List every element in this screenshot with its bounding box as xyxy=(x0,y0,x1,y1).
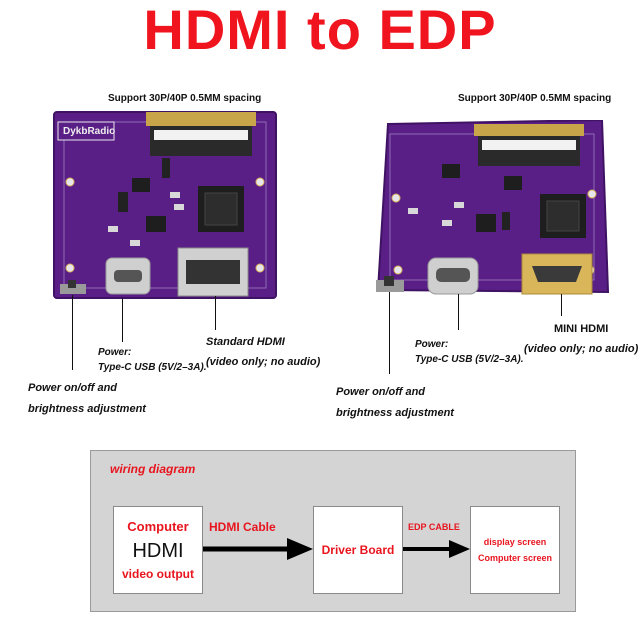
left-power-title: Power: xyxy=(98,347,132,358)
right-switch-leader-line xyxy=(389,292,390,374)
computer-hdmi-label: HDMI xyxy=(132,540,184,562)
edp-cable-label: EDP CABLE xyxy=(408,522,460,532)
left-switch-detail: brightness adjustment xyxy=(28,403,146,415)
edp-cable-arrow-icon xyxy=(403,540,470,558)
left-switch-title: Power on/off and xyxy=(28,382,118,394)
right-power-detail: Type-C USB (5V/2–3A). xyxy=(415,354,524,365)
hdmi-cable-label: HDMI Cable xyxy=(209,520,276,534)
right-power-leader-line xyxy=(458,294,459,330)
page-title: HDMI to EDP xyxy=(143,0,497,61)
right-spacing-label: Support 30P/40P 0.5MM spacing xyxy=(458,93,612,104)
right-power-title: Power: xyxy=(415,339,449,350)
left-power-detail: Type-C USB (5V/2–3A). xyxy=(98,362,207,373)
right-driver-board-image xyxy=(376,120,610,295)
left-spacing-label: Support 30P/40P 0.5MM spacing xyxy=(108,93,262,104)
left-hdmi-title: Standard HDMI xyxy=(206,336,285,348)
display-screen-label: display screen xyxy=(483,537,547,547)
left-board-brand: DykbRadio xyxy=(63,126,116,137)
left-driver-board-image xyxy=(53,111,277,299)
left-hdmi-label: Standard HDMI (video only; no audio) xyxy=(206,332,320,372)
left-power-leader-line xyxy=(122,298,123,342)
right-hdmi-title: MINI HDMI xyxy=(553,323,609,335)
computer-label: Computer xyxy=(127,519,189,534)
driver-board-label: Driver Board xyxy=(321,543,395,557)
right-switch-detail: brightness adjustment xyxy=(336,407,454,419)
right-power-label: Power: Type-C USB (5V/2–3A). xyxy=(415,337,524,367)
hdmi-cable-arrow-icon xyxy=(203,538,313,560)
display-screen-box: display screen Computer screen xyxy=(470,506,560,594)
right-switch-label: Power on/off and brightness adjustment xyxy=(336,382,454,424)
right-hdmi-note: (video only; no audio) xyxy=(524,343,639,355)
computer-box: Computer HDMI video output xyxy=(113,506,203,594)
wiring-diagram-title: wiring diagram xyxy=(110,462,196,476)
computer-video-output-label: video output xyxy=(122,567,194,581)
computer-screen-label: Computer screen xyxy=(477,553,553,563)
right-hdmi-label: MINI HDMI (video only; no audio) xyxy=(524,319,638,359)
right-hdmi-leader-line xyxy=(561,294,562,316)
left-switch-label: Power on/off and brightness adjustment xyxy=(28,378,146,420)
left-hdmi-note: (video only; no audio) xyxy=(206,356,321,368)
left-power-label: Power: Type-C USB (5V/2–3A). xyxy=(98,345,207,375)
right-switch-title: Power on/off and xyxy=(336,386,426,398)
driver-board-box: Driver Board xyxy=(313,506,403,594)
left-switch-leader-line xyxy=(72,295,73,370)
left-hdmi-leader-line xyxy=(215,296,216,330)
